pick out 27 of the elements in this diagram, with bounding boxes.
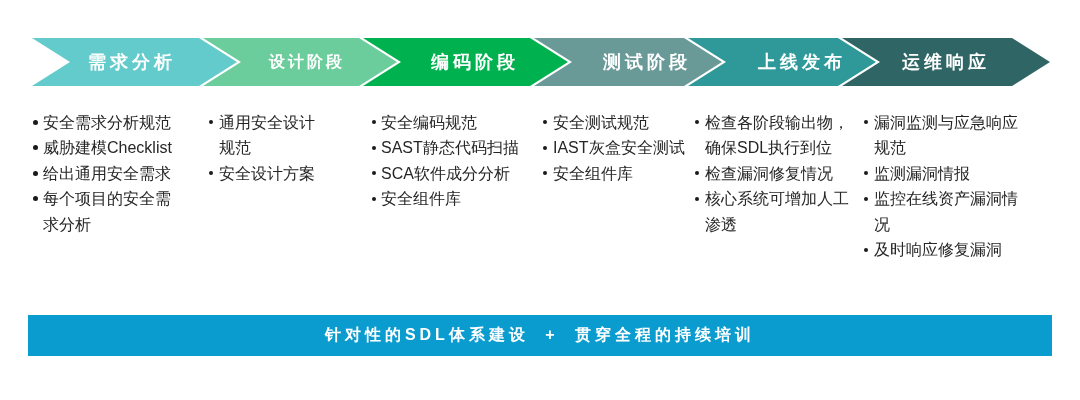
list-item-text: 每个项目的安全需求分析 <box>43 189 172 235</box>
list-item-text: 安全设计方案 <box>219 163 316 184</box>
list-item-text: 检查漏洞修复情况 <box>705 163 834 184</box>
list-item-text: IAST灰盒安全测试 <box>553 138 686 158</box>
process-step: 设计阶段 <box>203 38 397 86</box>
list-item-text: 监测漏洞情报 <box>874 163 971 184</box>
process-step: 测试阶段 <box>534 38 722 86</box>
process-step: 运维响应 <box>842 38 1050 86</box>
list-item-text: 安全组件库 <box>381 189 462 209</box>
list-item-text: SAST静态代码扫描 <box>381 138 520 158</box>
list-item-text: 安全组件库 <box>553 163 634 184</box>
list-item-text: 通用安全设计规范 <box>219 112 316 158</box>
list-item-text: SCA软件成分分析 <box>381 163 511 184</box>
list-item-text: 及时响应修复漏洞 <box>874 240 1003 260</box>
list-item-text: 安全测试规范 <box>553 112 650 133</box>
list-item-text: 安全编码规范 <box>381 112 478 133</box>
list-item-text: 漏洞监测与应急响应规范 <box>874 112 1019 158</box>
list-item-text: 检查各阶段输出物，确保SDL执行到位 <box>705 112 850 158</box>
list-item-text: 安全需求分析规范 <box>43 112 172 133</box>
list-item-text: 监控在线资产漏洞情况 <box>874 189 1019 235</box>
process-step: 上线发布 <box>688 38 876 86</box>
banner-bar: 针对性的SDL体系建设 + 贯穿全程的持续培训 <box>28 315 1052 356</box>
list-item-text: 威胁建模Checklist <box>43 138 173 158</box>
list-item-text: 给出通用安全需求 <box>43 163 172 184</box>
process-step: 编码阶段 <box>363 38 568 86</box>
list-item-text: 核心系统可增加人工渗透 <box>705 189 850 235</box>
process-step: 需求分析 <box>32 38 237 86</box>
